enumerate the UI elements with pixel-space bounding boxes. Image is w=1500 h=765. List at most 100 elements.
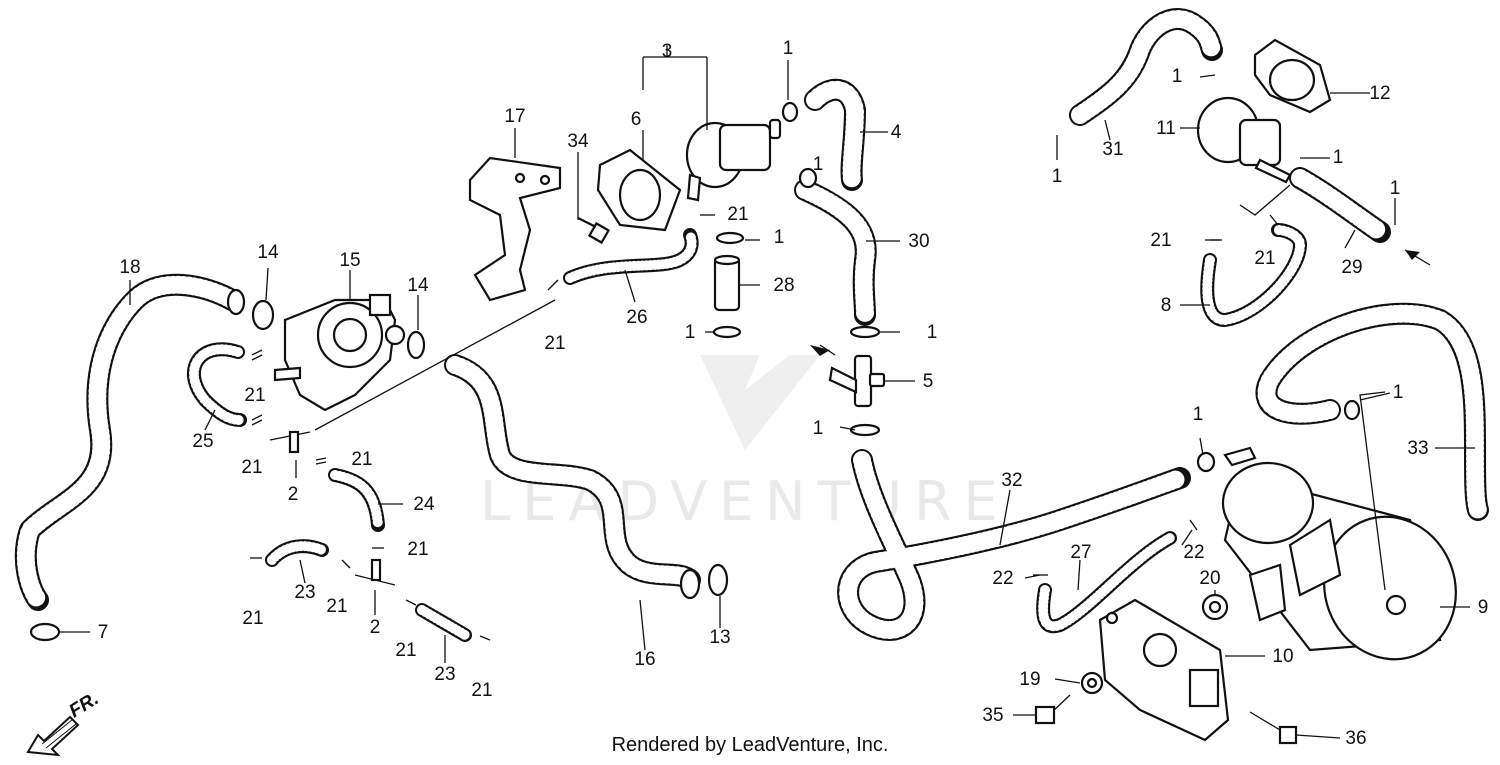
callout-21: 21 <box>407 539 428 560</box>
hose-30[interactable] <box>794 179 877 326</box>
callout-7: 7 <box>98 622 109 643</box>
hose-31[interactable] <box>1069 8 1223 126</box>
bracket-10[interactable] <box>1098 598 1230 742</box>
hose-8[interactable] <box>1200 223 1307 327</box>
clamp-1-g[interactable] <box>1196 451 1216 473</box>
callout-31: 31 <box>1102 139 1123 160</box>
callout-1: 1 <box>1172 66 1183 87</box>
callout-14: 14 <box>257 242 279 263</box>
clamp-14b[interactable] <box>406 330 426 360</box>
callout-2: 2 <box>370 617 381 638</box>
hose-loop[interactable] <box>837 449 1191 641</box>
clamp-1-b[interactable] <box>715 231 745 245</box>
hose-18[interactable] <box>14 273 246 611</box>
tube-28[interactable] <box>713 254 741 312</box>
callout-28: 28 <box>773 275 794 296</box>
callout-21: 21 <box>471 680 492 701</box>
callout-labels: 1 1 1 1 1 1 1 1 1 1 1 1 2 2 3 4 5 6 7 8 … <box>98 38 1489 749</box>
callout-35: 35 <box>982 705 1003 726</box>
valve-11[interactable] <box>1196 96 1292 184</box>
render-credit: Rendered by LeadVenture, Inc. <box>611 734 889 756</box>
grommet-20[interactable] <box>1201 593 1229 621</box>
clamp-1-f[interactable] <box>798 167 818 189</box>
callout-1: 1 <box>1333 147 1344 168</box>
clamp-1-e[interactable] <box>781 101 799 123</box>
callout-8: 8 <box>1161 295 1172 316</box>
callout-24: 24 <box>413 494 435 515</box>
callout-21: 21 <box>544 333 565 354</box>
cover-12[interactable] <box>1253 38 1332 114</box>
callout-17: 17 <box>504 106 525 127</box>
callout-21: 21 <box>1150 230 1171 251</box>
callout-2: 2 <box>288 484 299 505</box>
hose-26[interactable] <box>563 228 699 285</box>
callout-21: 21 <box>244 385 265 406</box>
hose-16[interactable] <box>444 354 701 600</box>
callout-25: 25 <box>192 431 213 452</box>
clamp-1-h[interactable] <box>1343 399 1361 421</box>
hose-24[interactable] <box>328 468 385 532</box>
callout-22: 22 <box>992 568 1013 589</box>
t-joint-5[interactable] <box>828 354 886 408</box>
clamp-13[interactable] <box>707 563 729 597</box>
callout-5: 5 <box>923 371 934 392</box>
callout-26: 26 <box>626 307 647 328</box>
callout-1: 1 <box>685 322 696 343</box>
joint-2-a[interactable] <box>269 430 311 454</box>
callout-21: 21 <box>727 204 748 225</box>
callout-1: 1 <box>927 322 938 343</box>
callout-3: 3 <box>662 41 673 62</box>
clamp-1-mid[interactable] <box>712 325 742 339</box>
callout-19: 19 <box>1019 669 1040 690</box>
hose-25[interactable] <box>187 342 247 427</box>
callout-23: 23 <box>434 664 455 685</box>
callout-12: 12 <box>1369 83 1390 104</box>
callout-15: 15 <box>339 250 360 271</box>
callout-22: 22 <box>1183 542 1204 563</box>
callout-23: 23 <box>294 582 315 603</box>
clamp-1-c[interactable] <box>849 325 881 339</box>
bolt-34[interactable] <box>577 217 611 245</box>
hose-4[interactable] <box>804 78 866 191</box>
callout-1: 1 <box>1193 404 1204 425</box>
air-valve-15[interactable] <box>273 293 406 412</box>
callout-9: 9 <box>1478 597 1489 618</box>
bolt-35[interactable] <box>1034 694 1071 725</box>
callout-21: 21 <box>241 457 262 478</box>
callout-21: 21 <box>395 640 416 661</box>
callout-36: 36 <box>1345 728 1366 749</box>
callout-1: 1 <box>1052 166 1063 187</box>
callout-21: 21 <box>242 608 263 629</box>
valve-3[interactable] <box>685 118 782 202</box>
callout-4: 4 <box>891 122 902 143</box>
collar-19[interactable] <box>1080 671 1104 695</box>
callout-6: 6 <box>631 109 642 130</box>
clamp-14a[interactable] <box>251 299 275 331</box>
callout-1: 1 <box>783 38 794 59</box>
clamp-7[interactable] <box>29 622 61 642</box>
bracket-17[interactable] <box>468 156 562 302</box>
callout-21: 21 <box>326 596 347 617</box>
callout-32: 32 <box>1001 470 1022 491</box>
callout-27: 27 <box>1070 542 1091 563</box>
callout-1: 1 <box>813 154 824 175</box>
flow-arrows <box>810 250 1420 356</box>
canister-9[interactable] <box>1221 446 1476 678</box>
callout-11: 11 <box>1156 118 1176 139</box>
hose-23-a[interactable] <box>265 539 329 567</box>
callout-34: 34 <box>567 131 589 152</box>
joint-2-b[interactable] <box>354 558 396 586</box>
clamp-1-d[interactable] <box>849 423 881 437</box>
hose-23-b[interactable] <box>415 603 472 642</box>
arrow-icon <box>1405 250 1420 260</box>
hose-29[interactable] <box>1289 167 1391 243</box>
hose-33[interactable] <box>1255 302 1489 521</box>
callout-13: 13 <box>709 627 730 648</box>
hose-27[interactable] <box>1036 531 1177 634</box>
callout-21: 21 <box>1254 248 1275 269</box>
callout-1: 1 <box>774 227 785 248</box>
callout-1: 1 <box>813 418 824 439</box>
callout-1: 1 <box>1393 382 1404 403</box>
cover-6[interactable] <box>596 148 682 232</box>
